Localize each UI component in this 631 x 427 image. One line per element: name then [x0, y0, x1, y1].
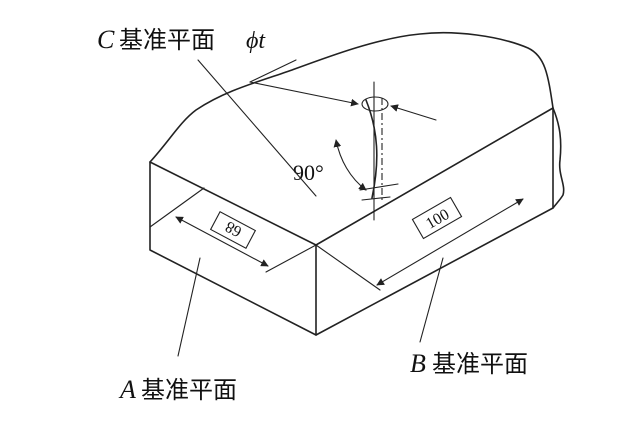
tolerance-leader-right	[390, 104, 437, 121]
datum-b-text: 基准平面	[432, 351, 528, 378]
datum-a-text: 基准平面	[141, 377, 237, 404]
datum-a-label: A 基准平面	[118, 375, 237, 404]
tolerance-leader-left	[249, 81, 359, 107]
right-dim-value: 100	[423, 206, 452, 233]
right-dim-box	[411, 196, 463, 240]
datum-c-leader	[197, 59, 317, 197]
datum-c-label: C 基准平面 ϕt	[97, 25, 266, 54]
datum-a-leader	[177, 257, 201, 357]
front-ext-right	[265, 244, 317, 273]
front-dim-box	[209, 211, 257, 249]
datum-a-letter: A	[118, 375, 136, 404]
right-dim-line	[376, 198, 524, 286]
datum-c-tolerance: ϕt	[246, 28, 266, 54]
front-dim-value: 68	[223, 217, 245, 240]
datum-b-letter: B	[410, 349, 426, 378]
tolerance-zone-circle	[361, 96, 389, 112]
front-ext-left	[149, 187, 205, 228]
right-break-edge	[552, 107, 565, 209]
datum-c-letter: C	[97, 25, 115, 54]
block-outline	[149, 31, 565, 336]
dimension-right: 100	[315, 196, 524, 291]
perpendicular-axis	[249, 59, 437, 221]
angle-arc	[333, 139, 367, 191]
datum-b-leader	[419, 257, 444, 343]
top-back-break-edge	[149, 31, 554, 163]
front-dim-line	[175, 216, 269, 267]
bottom-tick-2	[361, 196, 391, 201]
datum-b-label: B 基准平面	[410, 349, 528, 378]
datum-c-text: 基准平面	[119, 27, 215, 54]
right-ext-left	[315, 244, 381, 291]
dimension-front: 68	[149, 187, 317, 273]
axis-curved-edge	[365, 99, 378, 199]
front-face	[149, 161, 317, 336]
angle-label: 90°	[293, 160, 324, 185]
angle-annotation: 90°	[293, 139, 367, 191]
tolerance-underline	[249, 59, 297, 83]
